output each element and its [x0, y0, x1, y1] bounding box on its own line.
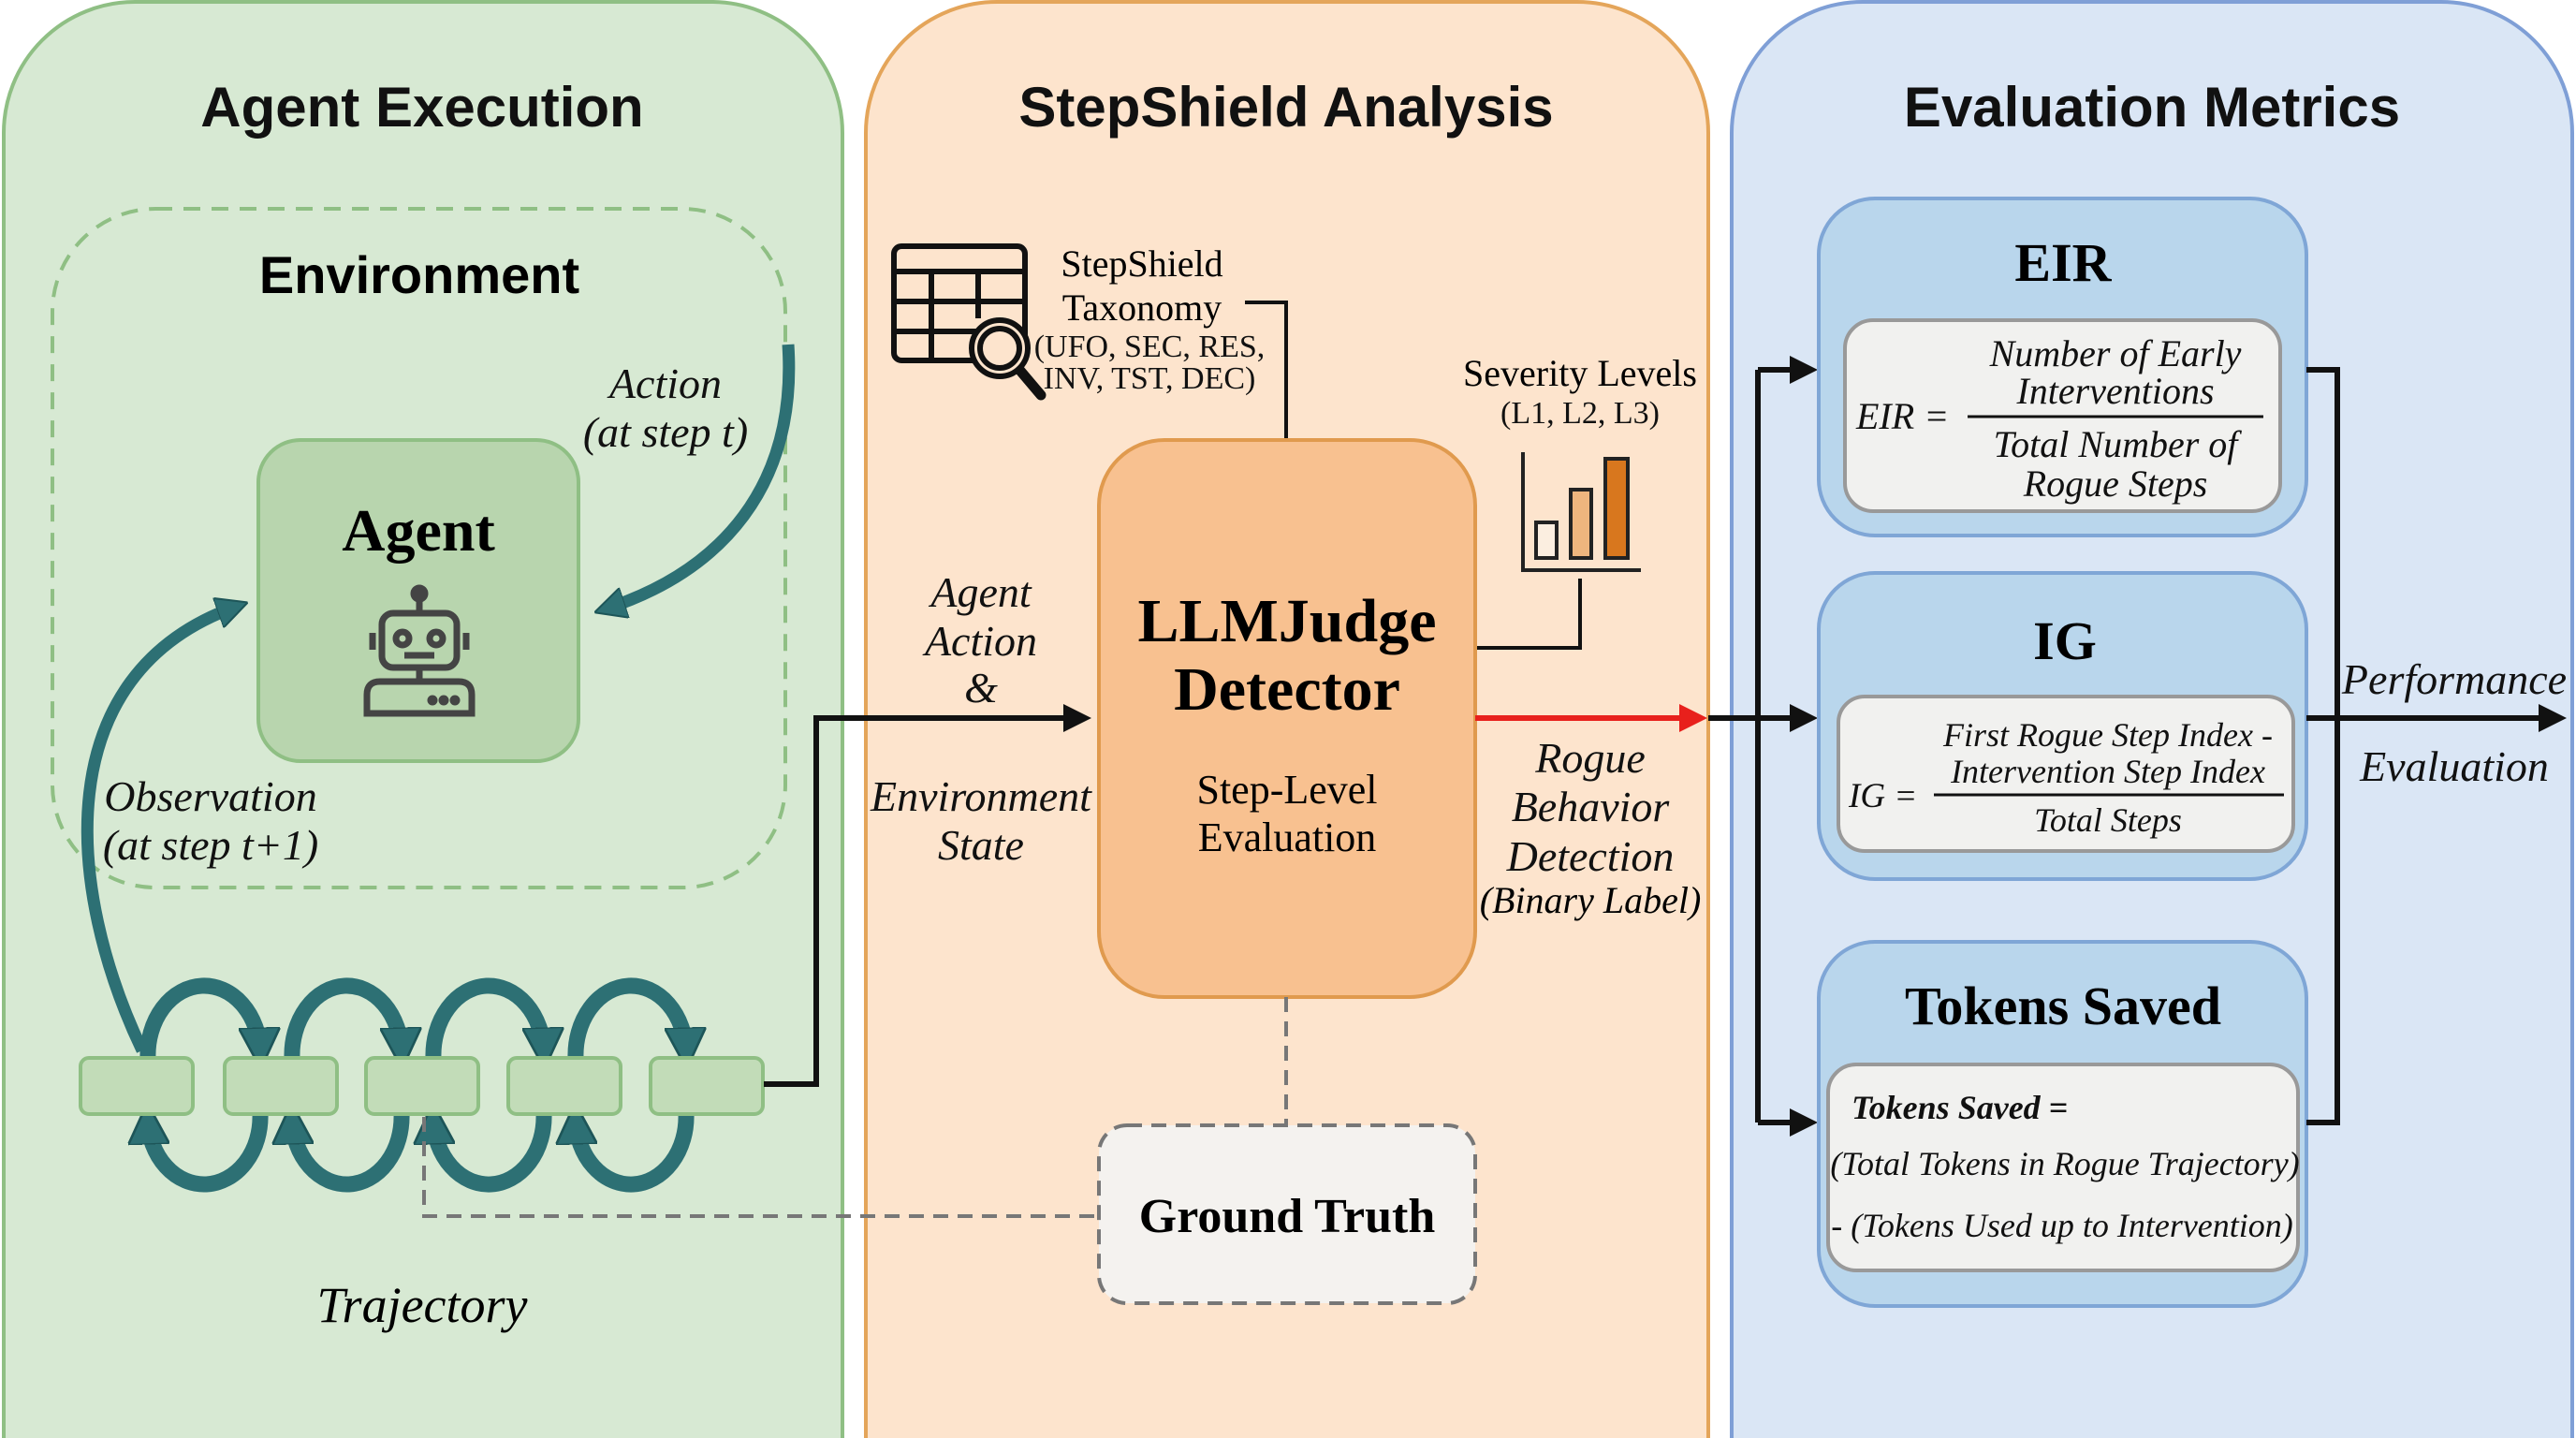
- trajectory-feedback-arrow: [148, 1114, 269, 1193]
- taxonomy-table-icon: [891, 243, 1046, 401]
- input-label-and: &: [964, 664, 998, 712]
- severity-connector: [1477, 579, 1582, 650]
- trajectory-step-box: [649, 1056, 765, 1116]
- detector-title-line1: LLMJudge: [1137, 587, 1436, 655]
- observation-label: Observation: [104, 772, 316, 820]
- ig-numerator-line2: Intervention Step Index: [1950, 753, 2265, 790]
- trajectory-step-box: [223, 1056, 339, 1116]
- trajectory: [79, 977, 765, 1193]
- output-label-binary: (Binary Label): [1480, 879, 1702, 921]
- trajectory-forward-arrow: [284, 977, 402, 1058]
- trajectory-feedback-arrow: [576, 1114, 695, 1193]
- eir-lhs: EIR =: [1855, 395, 1949, 437]
- detector-title-line2: Detector: [1174, 655, 1400, 724]
- input-label-agent: Agent: [928, 568, 1032, 616]
- trajectory-step-box: [506, 1056, 622, 1116]
- stepshield-analysis-title: StepShield Analysis: [1018, 76, 1553, 139]
- trajectory-to-detector-arrow: [764, 704, 1091, 1087]
- severity-bar-chart-icon: [1521, 452, 1641, 572]
- action-label: Action: [607, 360, 722, 407]
- output-label-rogue: Rogue: [1534, 734, 1646, 782]
- action-arrow: [607, 344, 796, 609]
- trajectory-feedback-arrow: [433, 1114, 552, 1193]
- action-step-label: (at step t): [583, 408, 748, 456]
- severity-bar-l2: [1569, 488, 1593, 560]
- eir-denominator-line2: Rogue Steps: [2023, 462, 2208, 505]
- ig-formula-box: [1837, 695, 2295, 853]
- observation-step-label: (at step t+1): [103, 821, 318, 869]
- eir-numerator-line2: Interventions: [2015, 370, 2214, 412]
- taxonomy-categories-line1: (UFO, SEC, RES,: [1034, 330, 1266, 364]
- severity-bar-l3: [1603, 457, 1630, 560]
- severity-bar-l1: [1534, 521, 1559, 560]
- input-label-environment: Environment: [870, 772, 1092, 820]
- eir-title: EIR: [2014, 232, 2112, 293]
- performance-label: Performance: [2341, 655, 2567, 703]
- trajectory-step-box: [364, 1056, 480, 1116]
- environment-title: Environment: [259, 245, 579, 304]
- tokens-saved-term2: - (Tokens Used up to Intervention): [1831, 1207, 2293, 1244]
- trajectory-step-box: [79, 1056, 195, 1116]
- detector-subtitle-line1: Step-Level: [1196, 767, 1377, 813]
- trajectory-label: Trajectory: [317, 1277, 528, 1333]
- evaluation-metrics-title: Evaluation Metrics: [1904, 76, 2400, 139]
- trajectory-forward-arrow: [567, 977, 686, 1058]
- ig-title: IG: [2033, 610, 2097, 671]
- ground-truth-label: Ground Truth: [1139, 1190, 1436, 1243]
- robot-icon: [363, 584, 476, 717]
- tokens-saved-title: Tokens Saved: [1905, 976, 2221, 1036]
- detector-subtitle-line2: Evaluation: [1198, 814, 1377, 860]
- evaluation-label: Evaluation: [2359, 742, 2549, 790]
- environment-box: [51, 207, 787, 889]
- tokens-saved-formula-box: [1826, 1063, 2300, 1272]
- trajectory-feedback-arrow: [292, 1114, 410, 1193]
- taxonomy-connector: [1245, 301, 1288, 440]
- taxonomy-subtitle: Taxonomy: [1062, 286, 1222, 329]
- ground-truth-box: [1097, 1123, 1477, 1305]
- eir-numerator-line1: Number of Early: [1989, 332, 2242, 374]
- trajectory-to-ground-truth-line: [422, 1117, 1099, 1218]
- input-label-action: Action: [922, 617, 1037, 665]
- agent-label: Agent: [342, 497, 495, 564]
- output-label-behavior: Behavior: [1512, 783, 1671, 830]
- agent-execution-title: Agent Execution: [200, 76, 643, 139]
- observation-arrow: [80, 607, 236, 1053]
- ig-numerator-line1: First Rogue Step Index -: [1942, 716, 2273, 754]
- ig-denominator: Total Steps: [2034, 801, 2182, 839]
- tokens-saved-lhs: Tokens Saved =: [1852, 1089, 2068, 1126]
- tokens-saved-term1: (Total Tokens in Rogue Trajectory): [1830, 1145, 2299, 1182]
- severity-levels: (L1, L2, L3): [1500, 396, 1660, 431]
- trajectory-forward-arrow: [425, 977, 544, 1058]
- input-label-state: State: [938, 821, 1024, 869]
- ig-lhs: IG =: [1848, 777, 1917, 815]
- output-label-detection: Detection: [1506, 832, 1675, 880]
- trajectory-forward-arrow: [139, 977, 260, 1058]
- metrics-merge-connector: [2306, 367, 2340, 1125]
- taxonomy-categories-line2: INV, TST, DEC): [1044, 361, 1256, 396]
- eir-denominator-line1: Total Number of: [1994, 423, 2243, 465]
- severity-title: Severity Levels: [1463, 352, 1697, 394]
- taxonomy-title: StepShield: [1061, 242, 1222, 285]
